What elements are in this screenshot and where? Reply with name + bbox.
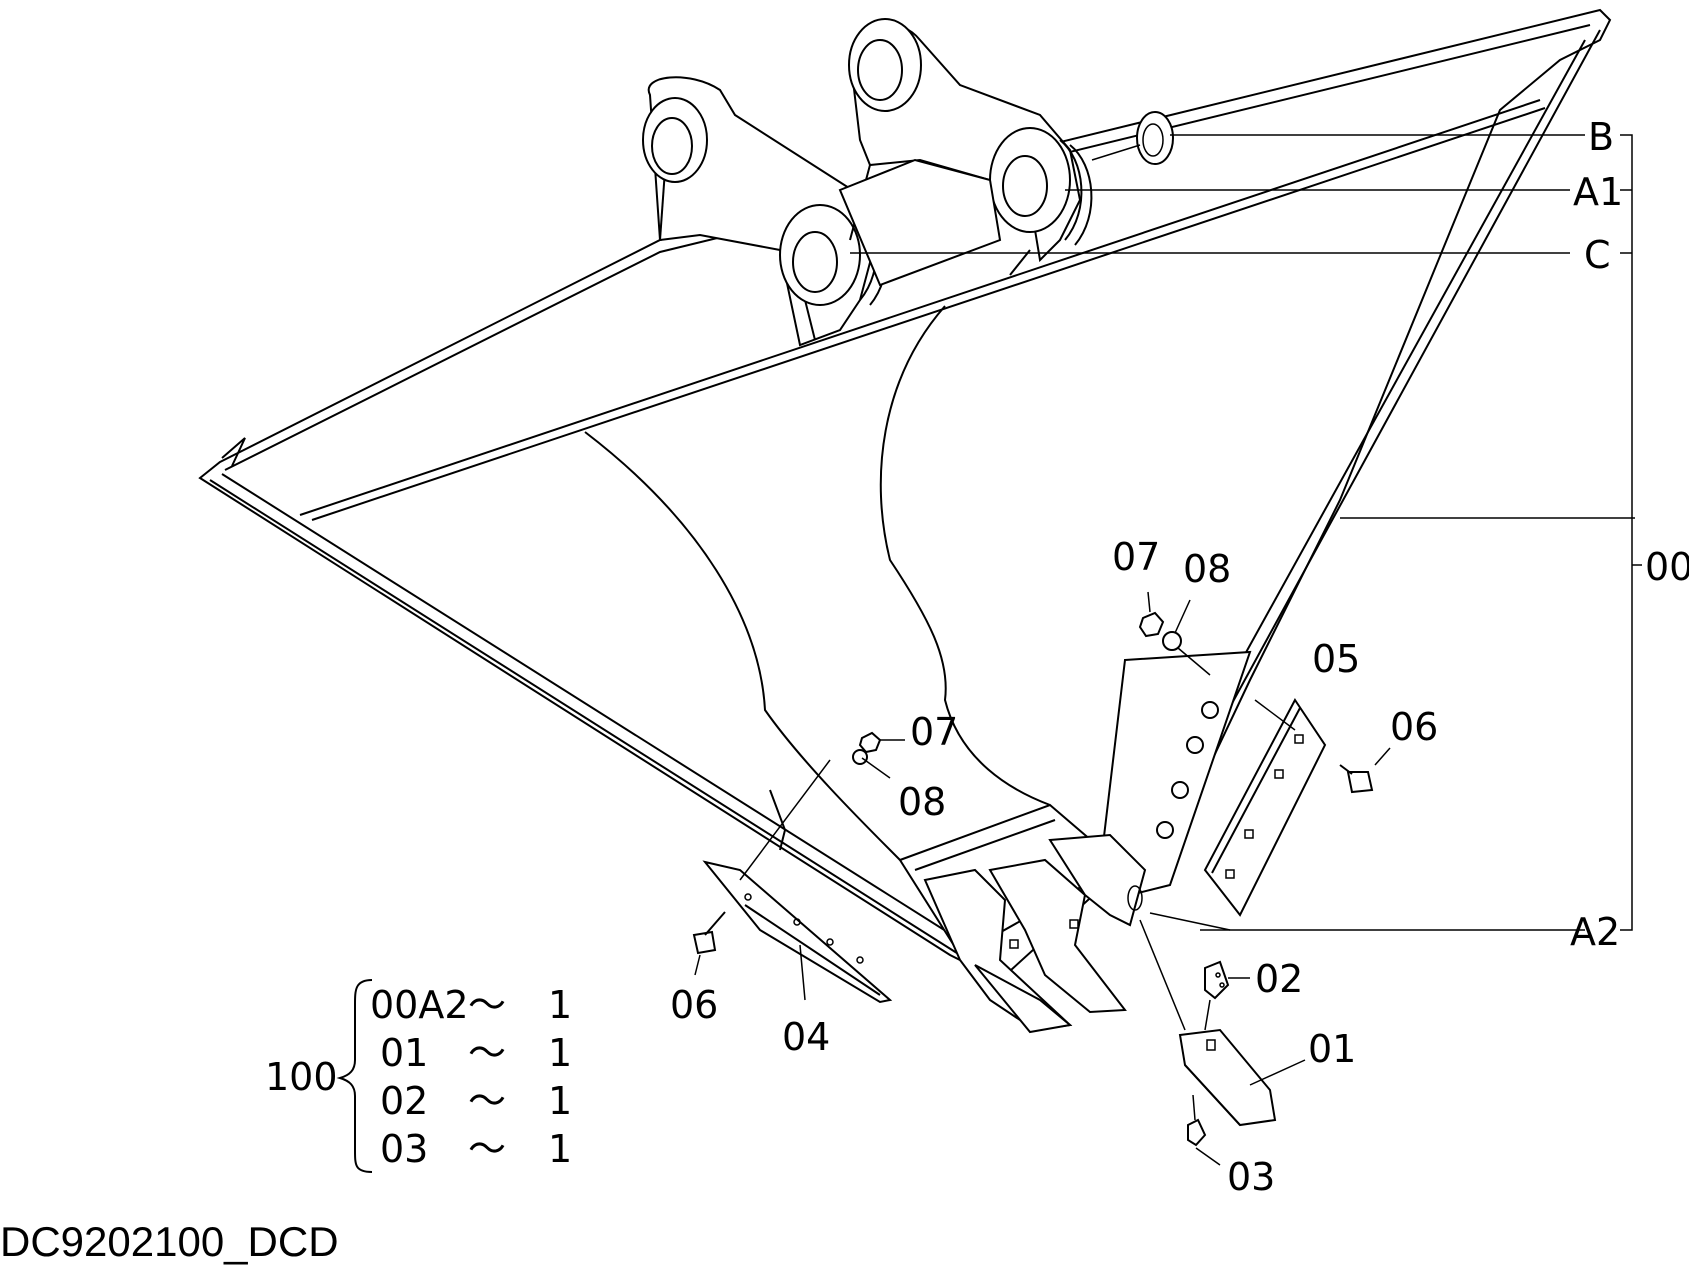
kit-row-2-part: 02 [380,1079,428,1123]
callout-01: 01 [1308,1027,1356,1071]
nut-07-lower [858,731,882,754]
leader-lines [694,134,1642,1166]
callout-c: C [1584,233,1611,277]
drawing-code: DC9202100_DCD [0,1218,339,1265]
bolt-06-left [692,911,726,955]
kit-row-2-qty: 1 [548,1079,572,1123]
kit-list: 100 00A2 〜 1 01 〜 1 02 〜 1 03 〜 1 [265,979,572,1173]
kit-number: 100 [265,1055,338,1099]
kit-brace [336,979,373,1173]
kit-row-0-symbol: 〜 [468,983,506,1027]
kit-row-3-qty: 1 [548,1127,572,1171]
callout-02: 02 [1255,957,1303,1001]
bucket-teeth [923,833,1147,1034]
callout-a2: A2 [1570,910,1620,954]
callout-08-upper: 08 [1183,547,1231,591]
callout-04: 04 [782,1015,830,1059]
tooth-01 [1178,1028,1277,1127]
pin-02 [1204,960,1230,1000]
kit-row-0-qty: 1 [548,983,572,1027]
mounting-bracket-right [848,18,1093,276]
bolt-06-right [1339,764,1374,794]
kit-row-3-symbol: 〜 [468,1127,506,1171]
callout-a1: A1 [1573,170,1623,214]
side-cutter-left [702,789,893,1004]
nut-07-upper [1138,611,1165,638]
kit-row-3-part: 03 [380,1127,428,1171]
side-cutter-right [1098,650,1327,917]
callout-08-lower: 08 [898,780,946,824]
callout-06-left: 06 [670,983,718,1027]
callout-assembly: 00 [1645,545,1689,589]
kit-row-1-qty: 1 [548,1031,572,1075]
kit-row-1-symbol: 〜 [468,1031,506,1075]
kit-row-0-part: 00A2 [370,983,469,1027]
kit-row-1-part: 01 [380,1031,428,1075]
callout-03: 03 [1227,1155,1275,1199]
callout-07-upper: 07 [1112,535,1160,579]
callout-07-lower: 07 [910,710,958,754]
callout-06-right: 06 [1390,705,1438,749]
callout-b: B [1588,115,1614,159]
washer-08-upper [1162,631,1182,651]
washer-08-lower [852,749,868,765]
lock-03 [1187,1118,1207,1147]
mounting-bracket-left [642,76,888,347]
kit-row-2-symbol: 〜 [468,1079,506,1123]
callout-05: 05 [1312,637,1360,681]
